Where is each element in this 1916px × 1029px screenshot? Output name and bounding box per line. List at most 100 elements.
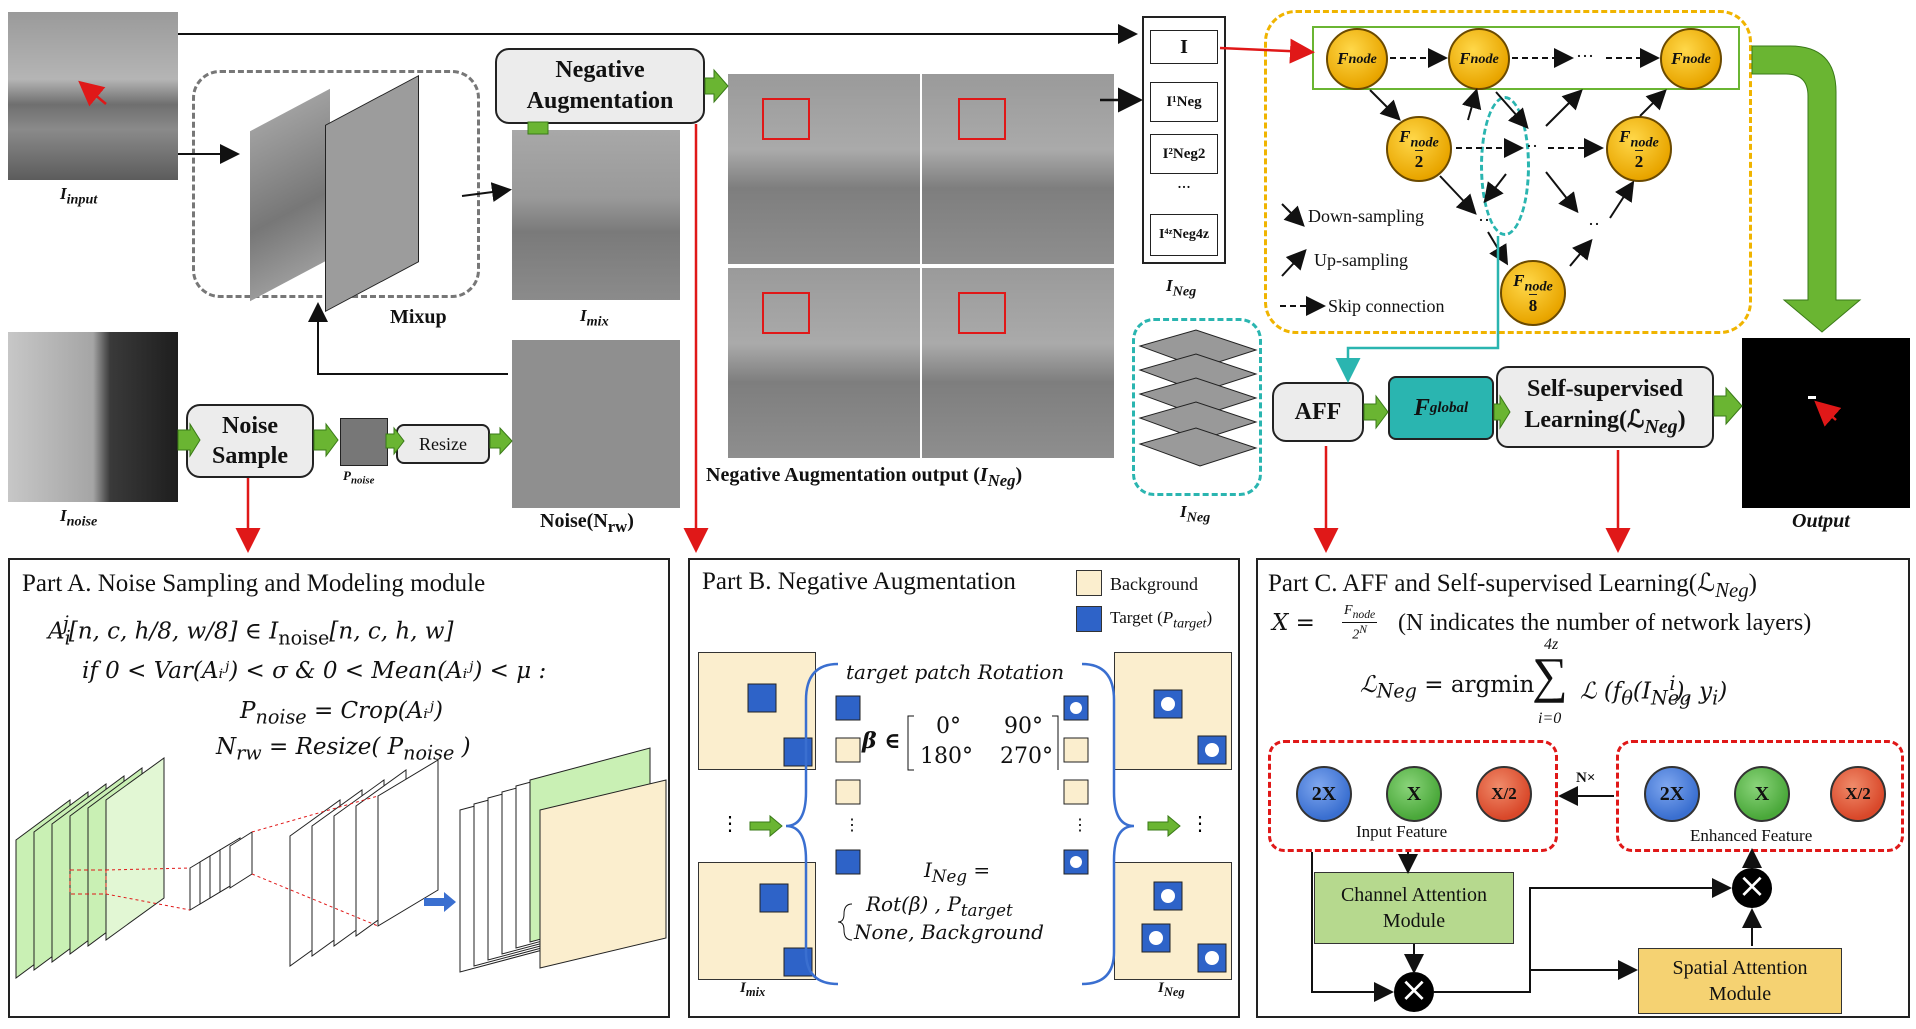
neg-aug-output-3 <box>728 268 920 458</box>
noise-rw-image <box>512 340 680 508</box>
nx-label: N× <box>1576 770 1596 786</box>
network-box <box>1264 10 1752 334</box>
svg-text:··: ·· <box>1478 210 1490 230</box>
neg-aug-output-2 <box>922 74 1114 264</box>
ineg-item-dots: ... <box>1177 172 1191 192</box>
svg-text:··: ·· <box>1526 136 1538 156</box>
neg-aug-output-label: Negative Augmentation output (INeg) <box>706 464 1023 490</box>
sum-bottom: i=0 <box>1538 710 1562 727</box>
ineg-stack-label: INeg <box>1166 276 1197 300</box>
legend-target-swatch <box>1076 606 1102 632</box>
ineg-stack <box>1142 16 1226 264</box>
mix-image-label: Imix <box>580 306 609 330</box>
part-b-imix-label: Imix <box>740 980 766 999</box>
ineg-definition: INeg = <box>924 858 991 886</box>
mix-image <box>512 130 680 300</box>
self-supervised-box: Self-supervised Learning(ℒNeg) <box>1496 366 1714 448</box>
part-a-eq1: Aij[n, c, h/8, w/8] ∈ Inoise[n, c, h, w] <box>48 612 454 650</box>
x-equation: X = <box>1272 610 1315 636</box>
part-b-diagram: ⋮ ⋮ ⋮ ⋮ <box>720 662 1227 986</box>
part-b-ineg-label: INeg <box>1158 980 1185 999</box>
input-ball-x: X <box>1386 766 1442 822</box>
output-label: Output <box>1792 510 1850 532</box>
angle-90: 90° <box>1004 714 1043 739</box>
teal-ellipse <box>1480 96 1530 236</box>
input-ball-x-half: X/2 <box>1476 766 1532 822</box>
neg-aug-output-1 <box>728 74 920 264</box>
rotation-label: target patch Rotation <box>846 660 1065 684</box>
angle-270: 270° <box>1000 744 1053 769</box>
legend-up-sampling: Up-sampling <box>1314 250 1408 270</box>
noise-image-label: Inoise <box>60 506 98 530</box>
input-ball-2x: 2X <box>1296 766 1352 822</box>
output-target <box>1808 396 1816 399</box>
enhanced-ball-x: X <box>1734 766 1790 822</box>
channel-attention-module: Channel Attention Module <box>1314 872 1514 944</box>
part-a-eq4: Nrw = Resize( Pnoise ) <box>216 734 471 765</box>
enhanced-ball-2x: 2X <box>1644 766 1700 822</box>
case-1: Rot(β) , Ptarget <box>866 892 1013 920</box>
noise-image <box>8 332 178 502</box>
ineg-layers-label: INeg <box>1180 502 1211 526</box>
legend-background: Background <box>1110 574 1198 594</box>
loss-lhs: ℒNeg = argmin <box>1360 672 1535 703</box>
part-c-title: Part C. AFF and Self-supervised Learning… <box>1268 570 1757 602</box>
target-box-1 <box>762 98 810 140</box>
target-box-4 <box>958 292 1006 334</box>
part-a-eq3: Pnoise = Crop(Aᵢʲ) <box>240 698 443 729</box>
sum-sign: ∑ <box>1532 647 1568 703</box>
case-2: None, Background <box>854 920 1044 944</box>
svg-text:···: ··· <box>1576 46 1594 66</box>
x-fraction: Fnode 2N <box>1342 603 1378 644</box>
ineg-item-2: I²Neg2 <box>1150 134 1218 174</box>
ineg-layer-stack <box>1138 329 1258 467</box>
part-b-title: Part B. Negative Augmentation <box>702 568 1016 595</box>
svg-text:⋮: ⋮ <box>1072 817 1088 834</box>
enhanced-ball-x-half: X/2 <box>1830 766 1886 822</box>
legend-down-sampling: Down-sampling <box>1308 206 1424 226</box>
input-feature-box <box>1268 740 1558 852</box>
target-box-2 <box>958 98 1006 140</box>
resize-box: Resize <box>396 424 490 464</box>
loss-term: ℒ (fθ(INegi), yi) <box>1580 672 1728 710</box>
neg-aug-output-4 <box>922 268 1114 458</box>
x-note: (N indicates the number of network layer… <box>1398 610 1812 636</box>
angle-180: 180° <box>920 744 973 769</box>
aff-box: AFF <box>1272 382 1364 442</box>
svg-text:··: ·· <box>1588 214 1600 234</box>
enhanced-feature-label: Enhanced Feature <box>1690 826 1813 845</box>
ineg-item-0: I <box>1150 30 1218 64</box>
part-a-eq2: if 0 < Var(Aᵢʲ) < σ & 0 < Mean(Aᵢʲ) < μ … <box>82 658 547 684</box>
svg-text:⋮: ⋮ <box>1190 813 1210 835</box>
svg-text:⋮: ⋮ <box>720 813 740 835</box>
spatial-attention-module: Spatial Attention Module <box>1638 948 1842 1014</box>
sum-top: 4z <box>1544 636 1559 653</box>
legend-skip-connection: Skip connection <box>1328 296 1445 316</box>
part-a-title: Part A. Noise Sampling and Modeling modu… <box>22 570 486 597</box>
ineg-item-1: I¹Neg <box>1150 82 1218 122</box>
negative-augmentation-box: Negative Augmentation <box>495 48 705 124</box>
input-image-label: Iinput <box>60 184 98 208</box>
noise-rw-label: Noise(Nrw) <box>540 510 634 536</box>
ineg-item-3: I⁴ᶻNeg4z <box>1150 214 1218 256</box>
ineg-layers-box <box>1132 318 1262 496</box>
multiply-node-1: ⨯ <box>1394 972 1434 1012</box>
p-noise-label: Pnoise <box>343 468 375 487</box>
svg-text:⋮: ⋮ <box>844 817 860 834</box>
legend-target: Target (Ptarget) <box>1110 608 1213 632</box>
target-box-3 <box>762 292 810 334</box>
p-noise-square <box>340 418 388 466</box>
mixup-label: Mixup <box>390 306 447 328</box>
angle-0: 0° <box>936 714 961 739</box>
beta-label: β ∈ <box>862 728 901 754</box>
multiply-node-2: ⨯ <box>1732 868 1772 908</box>
input-feature-label: Input Feature <box>1356 822 1448 841</box>
